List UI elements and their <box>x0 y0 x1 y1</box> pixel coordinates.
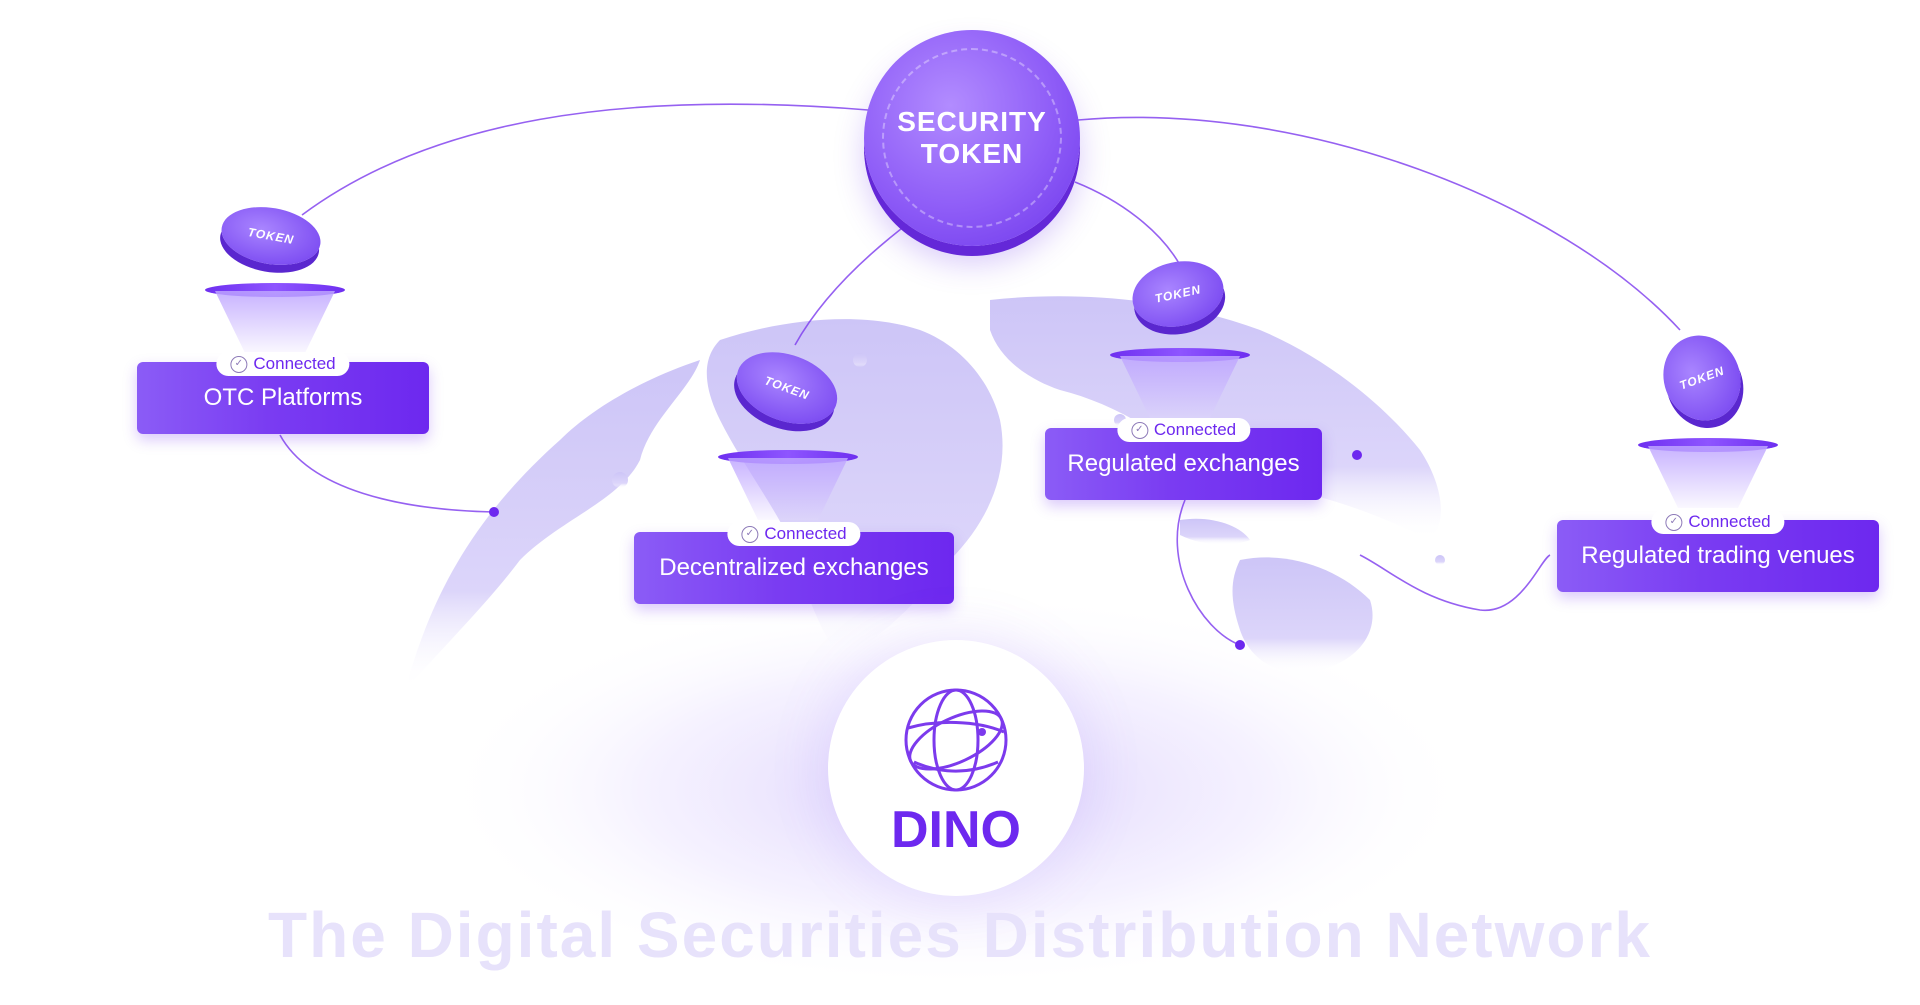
platform-card-dex: ✓ Connected Decentralized exchanges <box>634 522 954 604</box>
funnel-cone <box>1120 356 1240 418</box>
platform-label: Decentralized exchanges <box>659 554 929 581</box>
platform-card-trading-venues: ✓ Connected Regulated trading venues <box>1557 510 1879 592</box>
connected-label: Connected <box>764 524 847 543</box>
connected-badge: ✓ Connected <box>216 352 350 376</box>
dino-logo-circle: DINO <box>828 640 1084 896</box>
check-circle-icon: ✓ <box>230 355 248 373</box>
platform-label: Regulated trading venues <box>1581 542 1855 569</box>
connection-dot <box>1352 450 1362 460</box>
platform-label: OTC Platforms <box>203 384 363 411</box>
funnel <box>1110 348 1250 418</box>
connected-badge: ✓ Connected <box>727 522 861 546</box>
connected-badge: ✓ Connected <box>1651 510 1785 534</box>
connections <box>279 103 1681 646</box>
funnel-cone <box>728 458 848 520</box>
dino-name: DINO <box>891 801 1021 859</box>
security-token: SECURITY TOKEN <box>864 30 1080 246</box>
coin-label: TOKEN <box>1153 282 1203 306</box>
check-circle-icon: ✓ <box>741 525 759 543</box>
coin-label: TOKEN <box>246 225 296 247</box>
coin-label: TOKEN <box>1677 363 1727 393</box>
security-token-line2: TOKEN <box>920 138 1024 169</box>
coin-label: TOKEN <box>762 373 812 403</box>
connected-label: Connected <box>1153 420 1237 439</box>
connection-dot <box>1235 640 1245 650</box>
funnel-cone <box>1648 446 1768 508</box>
platform-label: Regulated exchanges <box>1067 450 1300 477</box>
funnel <box>718 450 858 520</box>
funnel-cone <box>215 291 335 353</box>
connected-label: Connected <box>1688 512 1771 531</box>
tagline: The Digital Securities Distribution Netw… <box>268 899 1652 971</box>
connection-dot <box>489 507 499 517</box>
check-circle-icon: ✓ <box>1665 513 1683 531</box>
funnel <box>205 283 345 353</box>
check-circle-icon: ✓ <box>1130 421 1148 439</box>
platform-card-regulated-exchanges: ✓ Connected Regulated exchanges <box>1045 418 1322 500</box>
globe-orbit-icon <box>904 688 1008 792</box>
security-token-line1: SECURITY <box>897 106 1047 137</box>
platform-card-otc: ✓ Connected OTC Platforms <box>137 352 429 434</box>
connected-label: Connected <box>253 354 336 373</box>
connected-badge: ✓ Connected <box>1116 418 1251 442</box>
token-ring <box>882 48 1062 228</box>
funnel <box>1638 438 1778 508</box>
